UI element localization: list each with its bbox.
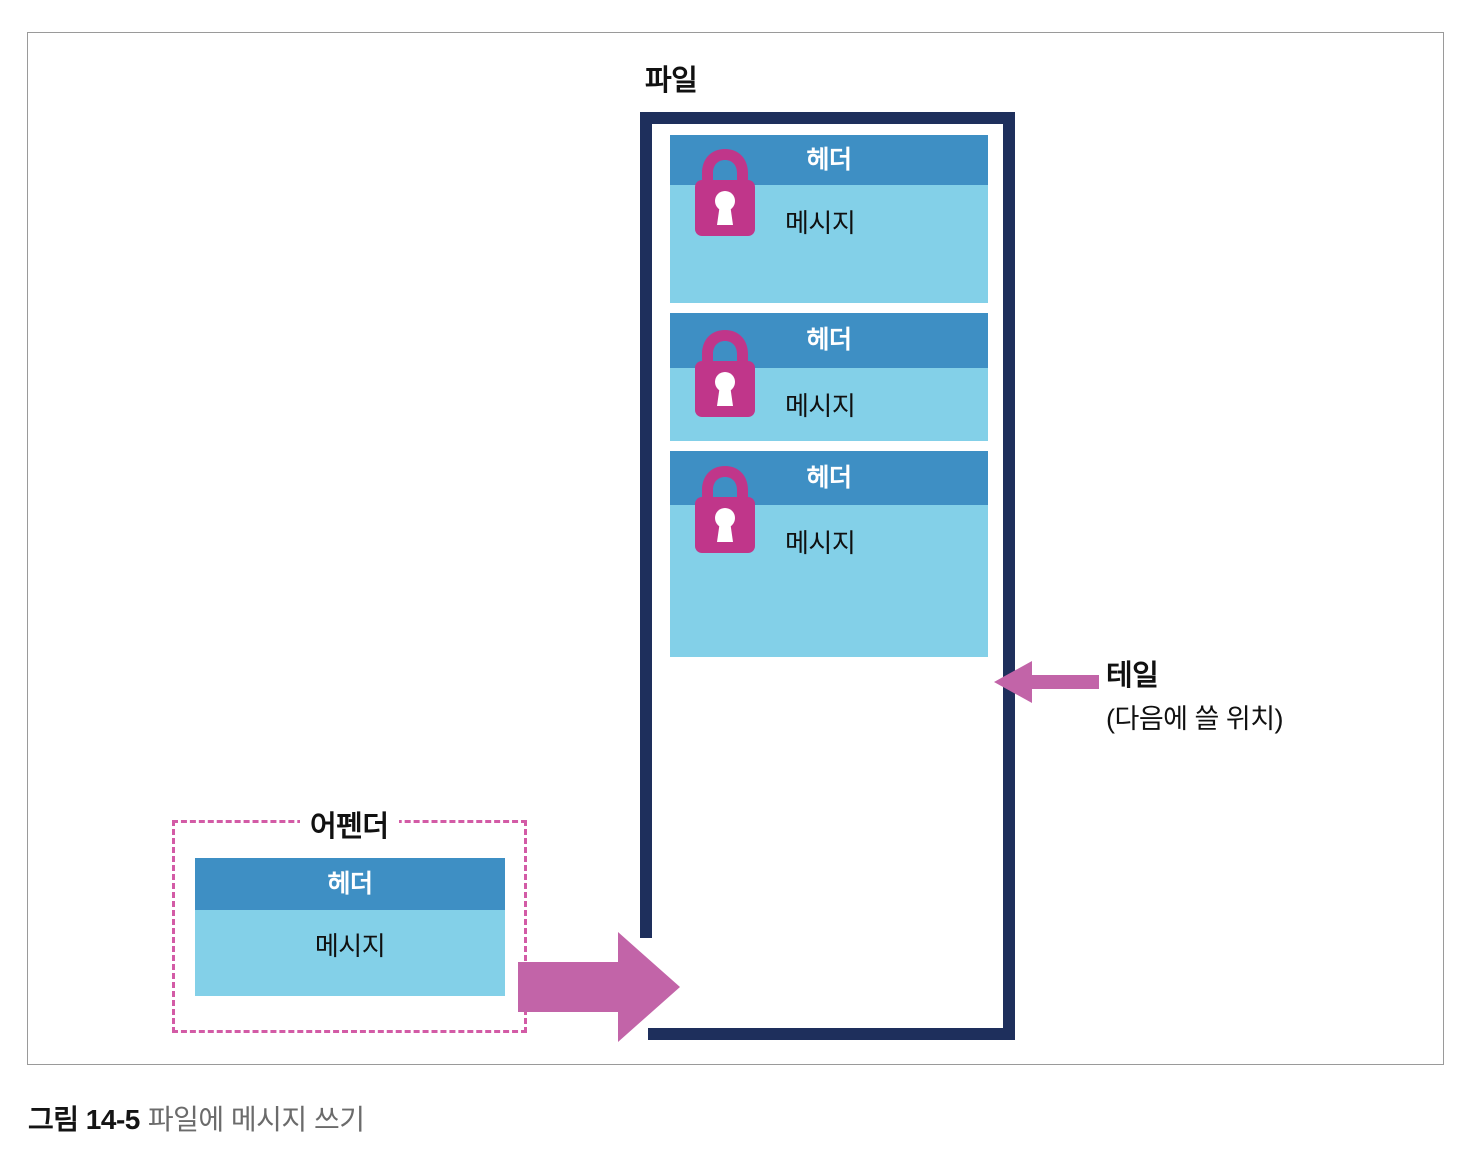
caption-text: 파일에 메시지 쓰기 <box>147 1104 365 1135</box>
file-border-top <box>640 112 1015 124</box>
file-container <box>640 112 1015 1040</box>
file-border-bottom <box>648 1028 1015 1040</box>
appender-message-header: 헤더 <box>195 858 505 910</box>
message-header: 헤더 <box>670 451 988 505</box>
appender-message-block: 헤더 메시지 <box>195 858 505 996</box>
message-block-stack: 헤더 메시지 헤더 메시지 헤더 메시지 <box>670 135 988 667</box>
message-block: 헤더 메시지 <box>670 451 988 657</box>
file-border-left <box>640 112 652 938</box>
message-block: 헤더 메시지 <box>670 313 988 441</box>
tail-title: 테일 <box>1106 660 1159 692</box>
lock-icon <box>695 330 755 417</box>
file-label: 파일 <box>645 65 698 97</box>
appender-message-body: 메시지 <box>195 910 505 996</box>
tail-label: 테일 (다음에 쓸 위치) <box>1106 660 1406 735</box>
tail-arrow-icon <box>994 661 1099 703</box>
lock-icon <box>695 149 755 236</box>
message-body: 메시지 <box>670 185 988 303</box>
file-border-right <box>1003 112 1015 1040</box>
tail-subtitle: (다음에 쓸 위치) <box>1106 703 1284 734</box>
append-arrow-icon <box>518 932 680 1042</box>
message-block: 헤더 메시지 <box>670 135 988 303</box>
caption-number: 그림 14-5 <box>28 1104 140 1135</box>
appender-label: 어펜더 <box>300 803 399 845</box>
lock-icon <box>695 466 755 553</box>
